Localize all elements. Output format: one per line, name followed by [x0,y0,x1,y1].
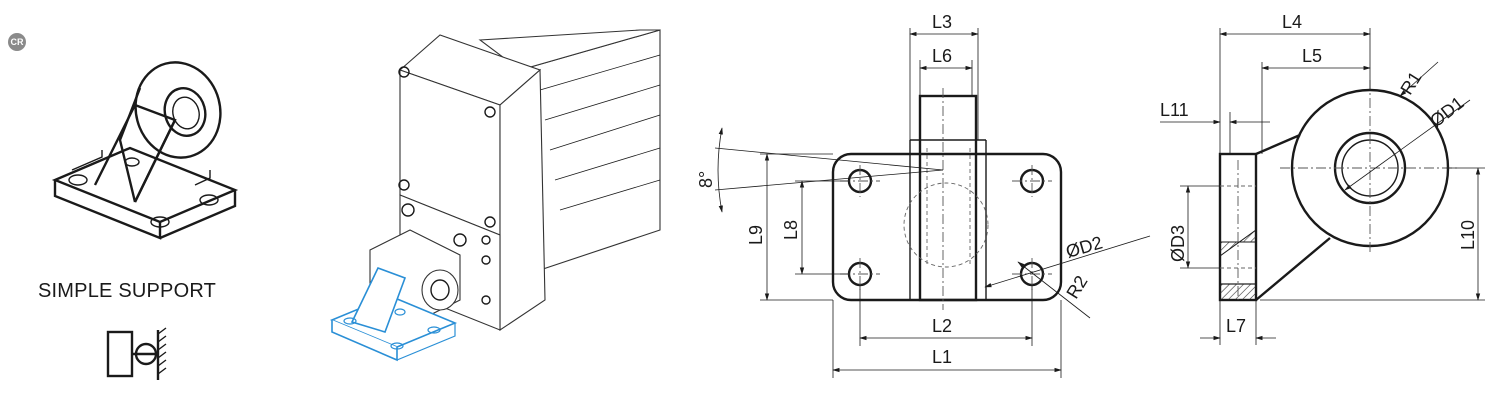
dim-l2: L2 [932,316,952,336]
front-view-drawing [714,28,1151,378]
dim-l7: L7 [1226,316,1246,336]
dim-d1: ØD1 [1426,93,1467,132]
actuator-assembly-icon [329,29,661,362]
front-view-labels: L3 L6 L2 L1 L9 L8 8° ØD2 R2 [696,12,1105,367]
simple-support-caption: SIMPLE SUPPORT [38,280,217,302]
dim-l6: L6 [932,46,952,66]
dim-r1: R1 [1396,68,1425,98]
dim-angle: 8° [696,171,716,188]
dim-d3: ØD3 [1168,225,1188,262]
dim-l8: L8 [781,220,801,240]
dim-d2: ØD2 [1064,232,1105,261]
dim-l10: L10 [1458,220,1478,250]
support-schematic-icon [106,327,167,380]
cr-badge-icon: CR [8,33,26,51]
dim-l9: L9 [746,225,766,245]
isometric-support-icon [51,61,239,240]
dim-l4: L4 [1282,12,1302,32]
dim-r2: R2 [1062,272,1091,302]
side-view-drawing [1160,28,1485,345]
dim-l3: L3 [932,12,952,32]
side-view-labels: L4 L5 L11 L7 ØD3 L10 R1 ØD1 [1160,12,1478,336]
dim-l11: L11 [1160,100,1189,120]
dim-l1: L1 [932,347,952,367]
dim-l5: L5 [1302,46,1322,66]
